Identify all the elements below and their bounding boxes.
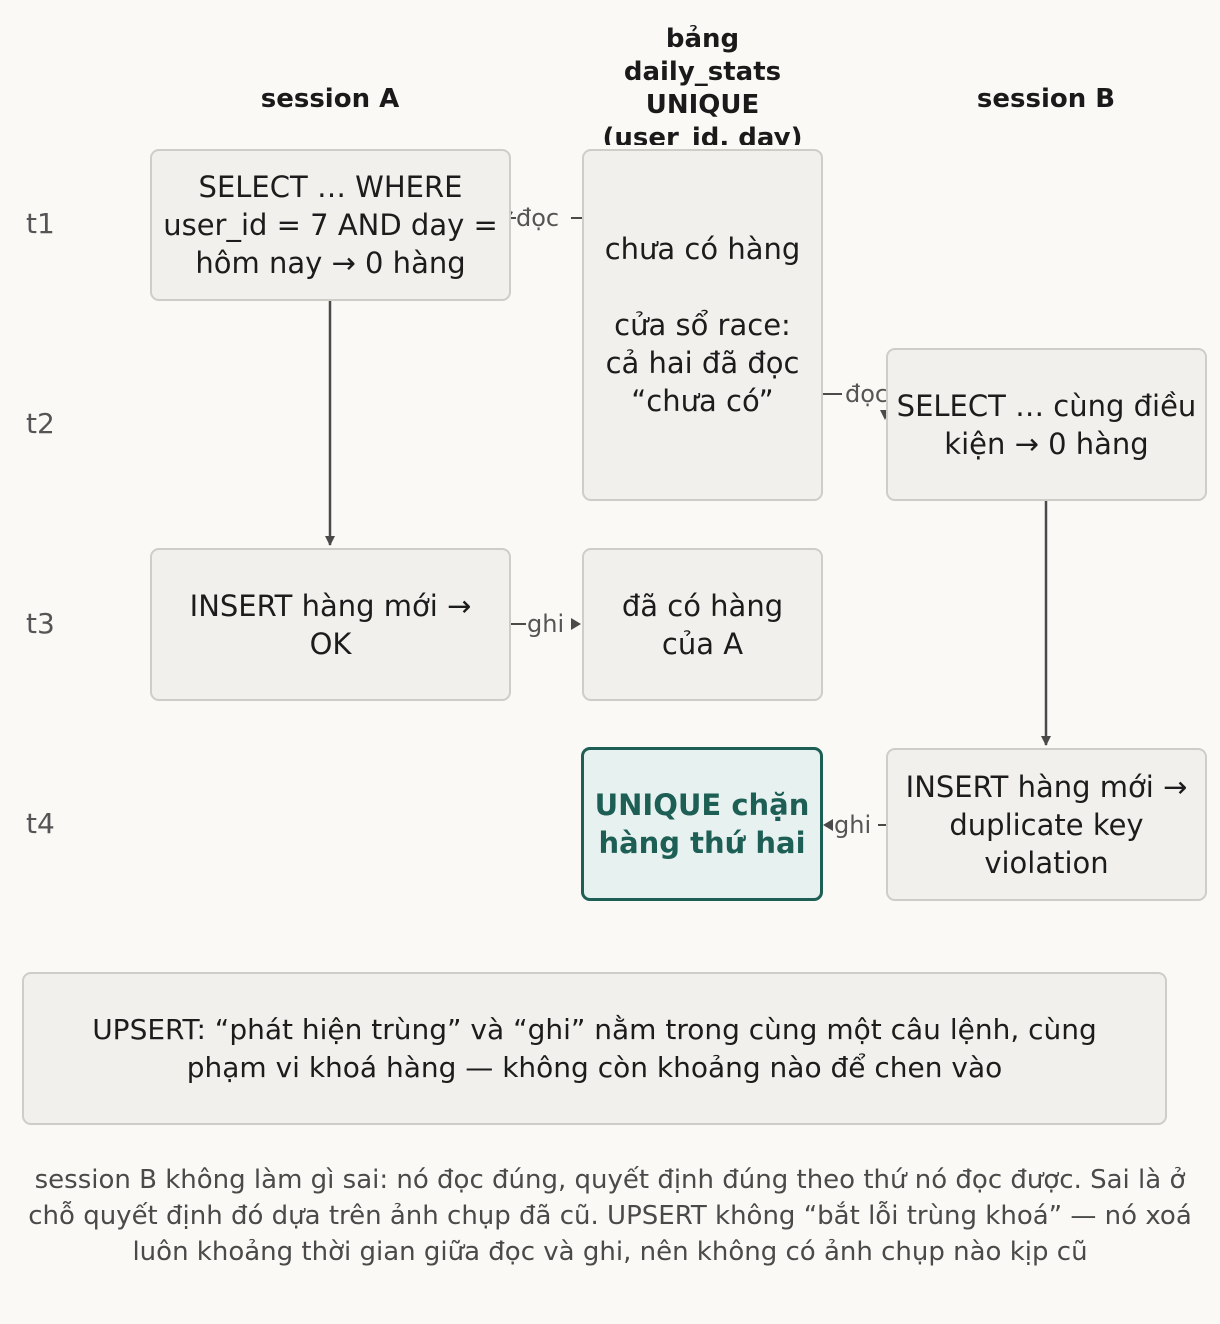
box-session-a-select: SELECT … WHERE user_id = 7 AND day = hôm… — [150, 149, 511, 301]
row-label-t1: t1 — [26, 207, 55, 240]
box-session-b-insert: INSERT hàng mới → duplicate key violatio… — [886, 748, 1207, 901]
box-table-empty: chưa có hàng cửa sổ race: cả hai đã đọc … — [582, 149, 823, 501]
column-header-table: bảng daily_stats UNIQUE (user_id, day) — [602, 24, 803, 145]
edge-label-write-b: ghi — [834, 811, 872, 839]
edge-label-read-b: đọc — [845, 380, 889, 408]
box-session-a-insert: INSERT hàng mới → OK — [150, 548, 511, 701]
row-label-t4: t4 — [26, 807, 55, 840]
row-label-t2: t2 — [26, 407, 55, 440]
box-table-has-a: đã có hàng của A — [582, 548, 823, 701]
footnote: session B không làm gì sai: nó đọc đúng,… — [28, 1165, 1192, 1267]
box-unique-block: UNIQUE chặn hàng thứ hai — [581, 747, 823, 901]
column-header-session-b: session B — [976, 84, 1116, 114]
edge-label-write-a: ghi — [527, 610, 565, 638]
column-header-session-a: session A — [260, 84, 400, 114]
box-session-b-select: SELECT … cùng điều kiện → 0 hàng — [886, 348, 1207, 501]
box-upsert-note: UPSERT: “phát hiện trùng” và “ghi” nằm t… — [22, 972, 1167, 1125]
row-label-t3: t3 — [26, 607, 55, 640]
edge-label-read-a: đọc — [516, 204, 560, 232]
